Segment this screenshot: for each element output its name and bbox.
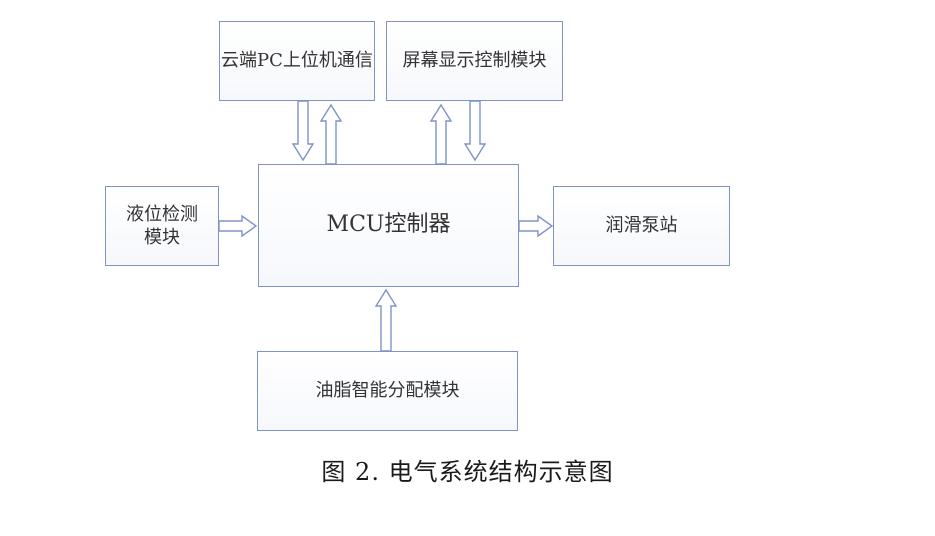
lube-pump-node: 润滑泵站 <box>553 186 730 266</box>
mcu-label: MCU控制器 <box>326 212 451 238</box>
mcu-node: MCU控制器 <box>258 164 519 287</box>
grease-module-label: 油脂智能分配模块 <box>315 380 460 402</box>
arrow-level-to-mcu <box>218 214 258 238</box>
cloud-pc-node: 云端PC上位机通信 <box>219 21 375 101</box>
arrow-mcu-to-screen <box>429 103 453 165</box>
cloud-pc-label: 云端PC上位机通信 <box>221 50 373 72</box>
grease-module-node: 油脂智能分配模块 <box>257 351 518 431</box>
screen-module-label: 屏幕显示控制模块 <box>402 50 547 72</box>
level-detect-label-line1: 液位检测 <box>126 203 198 225</box>
screen-module-node: 屏幕显示控制模块 <box>386 21 563 101</box>
figure-caption: 图 2. 电气系统结构示意图 <box>321 458 614 486</box>
arrow-cloud-to-mcu <box>291 100 315 162</box>
arrow-mcu-to-lube <box>518 214 554 238</box>
lube-pump-label: 润滑泵站 <box>605 215 678 237</box>
level-detect-text: 液位检测 模块 <box>126 203 198 250</box>
arrow-mcu-to-cloud <box>319 103 343 165</box>
arrow-screen-to-mcu <box>463 100 487 162</box>
level-detect-label-line2: 模块 <box>144 227 180 248</box>
arrow-grease-to-mcu <box>374 288 398 352</box>
